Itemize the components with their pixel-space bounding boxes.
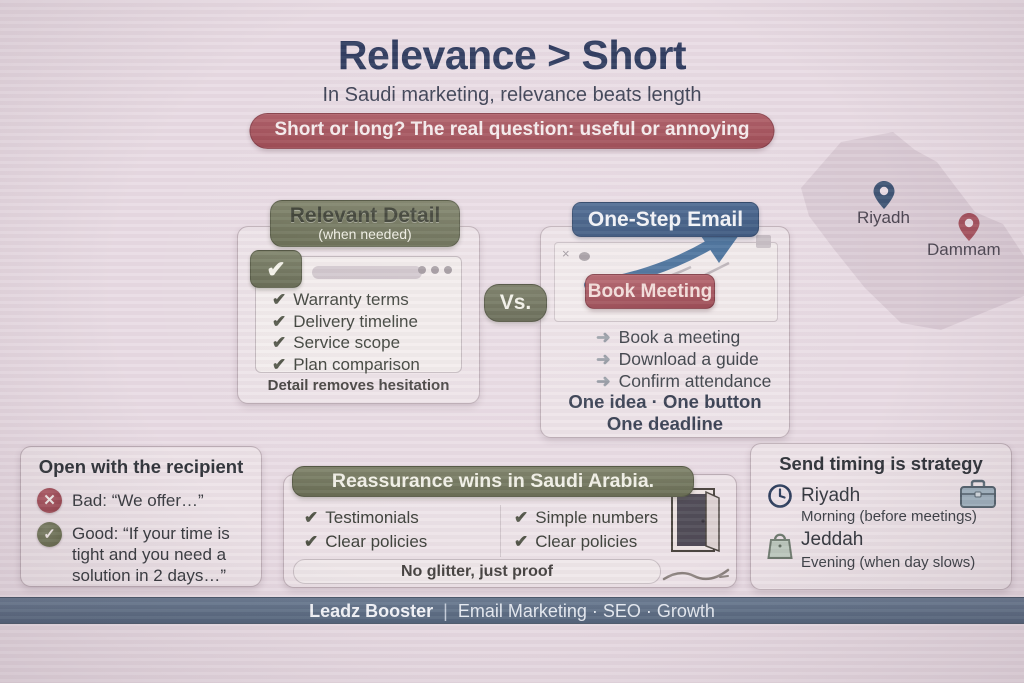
brand-name: Leadz Booster <box>309 601 434 621</box>
list-item-label: Confirm attendance <box>618 371 772 391</box>
briefcase-icon <box>959 479 997 514</box>
arrow-icon: ➜ <box>596 349 611 369</box>
saudi-map-silhouette <box>801 132 1024 330</box>
dammam-map-label: Dammam <box>927 240 1001 259</box>
list-item-label: Testimonials <box>325 508 419 527</box>
timing-note: Morning (before meetings) <box>801 508 977 525</box>
check-icon: ✔ <box>272 333 287 352</box>
browser-address-bar <box>312 266 422 279</box>
open-door-icon <box>662 488 730 581</box>
relevant-detail-header-badge: Relevant Detail (when needed) <box>270 200 460 247</box>
list-item-label: Service scope <box>293 333 401 352</box>
list-item: ✔ Service scope <box>272 332 420 354</box>
page-title: Relevance > Short <box>337 32 687 78</box>
list-item: ➜ Download a guide <box>596 348 771 370</box>
reassurance-right-column: ✔ Simple numbers ✔ Clear policies <box>514 506 658 554</box>
check-badge-icon: ✔ <box>250 250 302 288</box>
close-icon: × <box>562 246 570 261</box>
list-item: ➜ Book a meeting <box>596 326 771 348</box>
timing-note: Evening (when day slows) <box>801 554 976 571</box>
list-item: ✔ Clear policies <box>304 530 427 554</box>
reassurance-header-badge: Reassurance wins in Saudi Arabia. <box>292 466 694 497</box>
send-timing-card: Send timing is strategy Riyadh Morning (… <box>750 443 1012 590</box>
timing-card-title: Send timing is strategy <box>779 453 983 474</box>
relevant-detail-header-note: (when needed) <box>318 226 412 242</box>
avatar-dot <box>579 252 590 261</box>
riyadh-map-label: Riyadh <box>857 208 910 227</box>
relevant-detail-card: ✔ ✔ Warranty terms ✔ Delivery timeline ✔ Se… <box>237 226 480 404</box>
book-meeting-button[interactable]: Book Meeting <box>585 274 715 309</box>
clock-icon <box>768 484 792 508</box>
page-subtitle: In Saudi marketing, relevance beats leng… <box>322 84 702 106</box>
good-example-text: Good: “If your time is tight and you nee… <box>72 524 230 585</box>
list-item-label: Simple numbers <box>535 508 659 527</box>
list-item: ✔ Warranty terms <box>272 289 420 311</box>
left-card-caption: Detail removes hesitation <box>267 377 450 394</box>
bad-x-icon: ✕ <box>37 488 62 513</box>
footer-separator: | <box>443 601 448 621</box>
check-icon: ✔ <box>272 311 287 331</box>
corner-square <box>756 235 771 248</box>
good-check-icon: ✓ <box>37 522 62 547</box>
vs-badge: Vs. <box>484 284 547 322</box>
one-deadline-tagline: One deadline <box>606 413 724 434</box>
list-item: ➜ Confirm attendance <box>596 370 771 392</box>
check-icon: ✔ <box>304 508 319 527</box>
recipient-card-title: Open with the recipient <box>38 456 244 477</box>
bad-example-text: Bad: “We offer…” <box>72 491 204 510</box>
relevant-detail-list: ✔ Warranty terms ✔ Delivery timeline ✔ Serv… <box>272 289 420 375</box>
list-item-label: Delivery timeline <box>293 311 418 331</box>
no-glitter-caption: No glitter, just proof <box>293 559 661 584</box>
shopping-bag-icon <box>767 533 793 559</box>
list-item-label: Download a guide <box>618 349 759 369</box>
saudi-arabia-map: Riyadh Dammam <box>789 130 1024 335</box>
riyadh-pin-icon <box>873 181 895 209</box>
check-icon: ✔ <box>272 290 287 309</box>
check-icon: ✔ <box>272 354 287 374</box>
timing-city: Riyadh <box>801 485 861 506</box>
list-item: ✔ Testimonials <box>304 506 427 530</box>
list-item-label: Warranty terms <box>293 290 409 309</box>
list-item-label: Clear policies <box>325 532 428 551</box>
check-icon: ✔ <box>514 508 529 527</box>
relevant-detail-header: Relevant Detail <box>289 204 441 227</box>
footer-tagline: Email Marketing · SEO · Growth <box>457 601 715 621</box>
list-item: ✔ Delivery timeline <box>272 311 420 333</box>
list-item-label: Plan comparison <box>293 354 420 374</box>
list-item-label: Clear policies <box>535 532 638 551</box>
browser-menu-dots-icon <box>418 266 452 274</box>
arrow-icon: ➜ <box>596 371 611 391</box>
cta-options-list: ➜ Book a meeting ➜ Download a guide ➜ Confi… <box>596 326 771 392</box>
list-item: ✔ Simple numbers <box>514 506 658 530</box>
footer-bar: Leadz Booster | Email Marketing · SEO · Gr… <box>0 597 1024 624</box>
one-step-email-header-badge: One-Step Email <box>572 202 759 237</box>
one-step-email-card: × Book Meeting ➜ Book a meeting ➜ Download… <box>540 221 790 438</box>
check-icon: ✔ <box>514 532 529 551</box>
timing-city: Jeddah <box>801 529 864 550</box>
list-item-label: Book a meeting <box>618 327 741 347</box>
open-with-recipient-card: Open with the recipient ✕ Bad: “We offer… <box>20 446 262 587</box>
reassurance-left-column: ✔ Testimonials ✔ Clear policies <box>304 506 427 554</box>
question-pill: Short or long? The real question: useful… <box>249 113 775 149</box>
one-idea-tagline: One idea · One button <box>568 391 762 412</box>
dammam-pin-icon <box>958 213 980 241</box>
check-icon: ✔ <box>304 532 319 551</box>
list-item: ✔ Plan comparison <box>272 354 420 376</box>
list-item: ✔ Clear policies <box>514 530 658 554</box>
column-divider <box>500 505 501 557</box>
mini-browser-window: ✔ ✔ Warranty terms ✔ Delivery timeline ✔ Se… <box>250 250 462 375</box>
arrow-icon: ➜ <box>596 327 611 347</box>
